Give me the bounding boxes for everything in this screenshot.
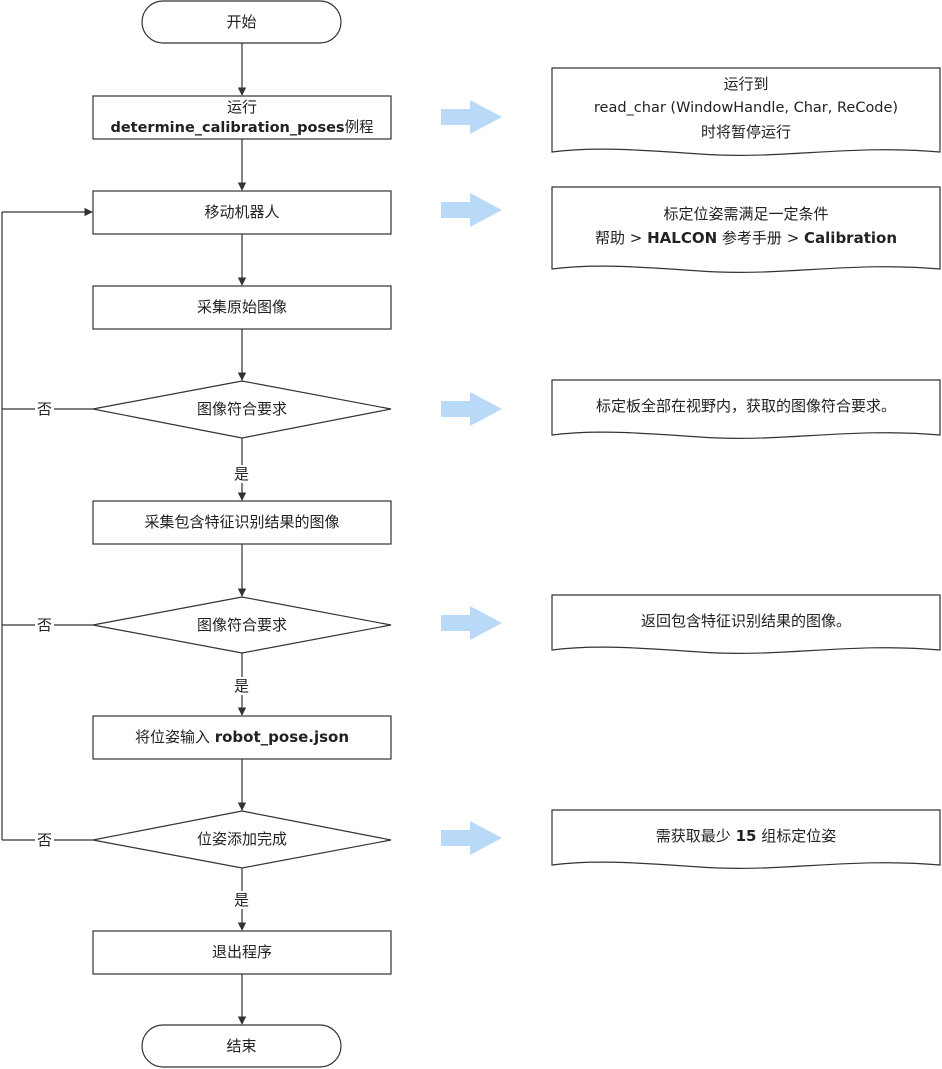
yes-label-1: 是 <box>232 465 252 483</box>
input-pose-box-shape <box>92 715 392 760</box>
input-pose-box: 将位姿输入 robot_pose.json <box>93 716 391 759</box>
capture-feature-label: 采集包含特征识别结果的图像 <box>144 513 340 531</box>
start-terminal: 开始 <box>142 1 341 43</box>
no-label-2: 否 <box>35 616 55 634</box>
capture-raw-box-shape <box>92 285 392 330</box>
move-robot-label: 移动机器人 <box>204 203 280 221</box>
start-label: 开始 <box>226 12 257 31</box>
decision-pose: 位姿添加完成 <box>93 811 391 868</box>
blue-arrow-1 <box>441 100 502 134</box>
note-count-shape <box>551 809 941 869</box>
decision-pose-label: 位姿添加完成 <box>196 830 287 848</box>
blue-arrow-5 <box>441 821 502 855</box>
note-pose-calibration: Calibration <box>804 229 897 247</box>
note-run-line3: 时将暂停运行 <box>700 123 791 141</box>
input-pose-prefix: 将位姿输入 <box>134 728 215 746</box>
note-run-line2: read_char (WindowHandle, Char, ReCode) <box>593 100 899 116</box>
capture-raw-box: 采集原始图像 <box>93 286 391 329</box>
end-terminal: 结束 <box>142 1025 341 1067</box>
decision-image-2-label: 图像符合要求 <box>196 615 287 634</box>
note-feature-shape <box>551 594 941 654</box>
no-label-1: 否 <box>35 400 55 418</box>
note-board-text: 标定板全部在视野内，获取的图像符合要求。 <box>595 396 896 415</box>
note-run-line1: 运行到 <box>723 75 769 93</box>
exit-box-shape <box>92 930 392 975</box>
blue-arrow-3 <box>441 392 502 426</box>
note-pose-help: 帮助 > <box>595 229 648 247</box>
note-pose-shape <box>551 186 941 273</box>
run-routine-code: determine_calibration_poses <box>110 119 345 136</box>
run-routine-box: 运行 determine_calibration_poses例程 <box>88 94 396 141</box>
note-run-shape <box>551 67 941 156</box>
no-label-3: 否 <box>35 831 55 849</box>
yes-label-3: 是 <box>232 891 252 909</box>
input-pose-file: robot_pose.json <box>214 728 350 746</box>
yes-label-2: 是 <box>232 677 252 695</box>
decision-image-1-label: 图像符合要求 <box>196 400 287 418</box>
note-pose-line1: 标定位姿需满足一定条件 <box>663 205 829 223</box>
capture-raw-label: 采集原始图像 <box>196 298 287 316</box>
run-label-line2: determine_calibration_poses例程 <box>110 118 373 139</box>
capture-feature-box: 采集包含特征识别结果的图像 <box>93 501 391 544</box>
input-pose-label: 将位姿输入 robot_pose.json <box>135 727 349 748</box>
exit-box: 退出程序 <box>93 931 391 974</box>
decision-image-1: 图像符合要求 <box>93 381 391 438</box>
run-routine-suffix: 例程 <box>344 119 374 136</box>
note-count-number: 15 <box>735 826 757 845</box>
note-count-suffix: 组标定位姿 <box>756 826 837 845</box>
end-label: 结束 <box>226 1036 257 1055</box>
decision-image-2: 图像符合要求 <box>93 597 391 653</box>
note-board: 标定板全部在视野内，获取的图像符合要求。 <box>552 380 940 437</box>
exit-label: 退出程序 <box>211 943 272 961</box>
run-routine-box-shape <box>92 95 392 140</box>
note-pose-manual: 参考手册 > <box>717 229 805 247</box>
move-robot-box-shape <box>92 190 392 235</box>
note-pose-halcon: HALCON <box>647 229 718 247</box>
note-count: 需获取最少 15 组标定位姿 <box>552 810 940 867</box>
note-count-prefix: 需获取最少 <box>655 826 736 845</box>
note-feature: 返回包含特征识别结果的图像。 <box>552 595 940 652</box>
note-count-text: 需获取最少 15 组标定位姿 <box>656 824 836 848</box>
blue-arrow-4 <box>441 606 502 640</box>
run-label-line1: 运行 <box>226 97 257 116</box>
note-board-shape <box>551 379 941 439</box>
note-pose-line2: 帮助 > HALCON 参考手册 > Calibration <box>595 226 897 250</box>
end-terminal-shape <box>141 1024 342 1068</box>
blue-arrow-2 <box>441 193 502 227</box>
move-robot-box: 移动机器人 <box>93 191 391 234</box>
note-run: 运行到 read_char (WindowHandle, Char, ReCod… <box>552 68 940 154</box>
note-pose: 标定位姿需满足一定条件 帮助 > HALCON 参考手册 > Calibrati… <box>552 187 940 271</box>
note-feature-text: 返回包含特征识别结果的图像。 <box>640 611 851 630</box>
capture-feature-box-shape <box>92 500 392 545</box>
